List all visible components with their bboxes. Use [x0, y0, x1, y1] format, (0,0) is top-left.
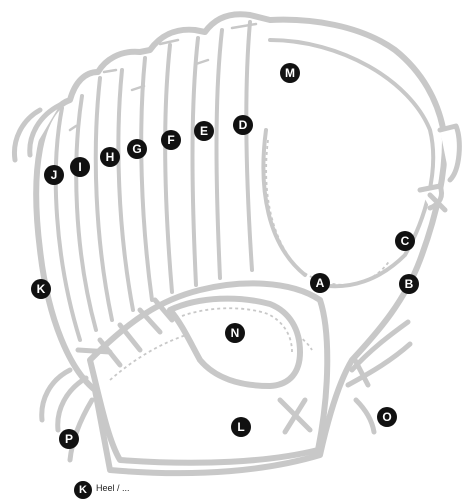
marker-K: K — [31, 279, 51, 299]
svg-text:M: M — [285, 66, 295, 80]
marker-G: G — [127, 139, 147, 159]
svg-text:O: O — [382, 410, 391, 424]
marker-D: D — [233, 115, 253, 135]
marker-O: O — [377, 407, 397, 427]
marker-F: F — [161, 130, 181, 150]
marker-L: L — [231, 417, 251, 437]
svg-text:K: K — [37, 282, 46, 296]
footer-caption: Heel / ... — [96, 483, 130, 493]
svg-text:F: F — [167, 133, 174, 147]
svg-text:G: G — [132, 142, 141, 156]
marker-P: P — [59, 429, 79, 449]
svg-text:N: N — [231, 326, 240, 340]
marker-C: C — [395, 231, 415, 251]
svg-text:E: E — [200, 124, 208, 138]
svg-text:A: A — [316, 276, 325, 290]
marker-J: J — [44, 165, 64, 185]
svg-text:J: J — [51, 168, 58, 182]
marker-N: N — [225, 323, 245, 343]
glove-outline — [14, 14, 459, 473]
svg-text:P: P — [65, 432, 73, 446]
svg-text:B: B — [405, 277, 414, 291]
marker-B: B — [399, 274, 419, 294]
marker-A: A — [310, 273, 330, 293]
svg-text:D: D — [239, 118, 248, 132]
svg-text:H: H — [106, 150, 115, 164]
marker-I: I — [70, 157, 90, 177]
marker-H: H — [100, 147, 120, 167]
marker-M: M — [280, 63, 300, 83]
marker-E: E — [194, 121, 214, 141]
svg-text:C: C — [401, 234, 410, 248]
svg-text:I: I — [78, 160, 81, 174]
footer-marker-badge: K — [74, 481, 92, 499]
svg-text:L: L — [237, 420, 244, 434]
